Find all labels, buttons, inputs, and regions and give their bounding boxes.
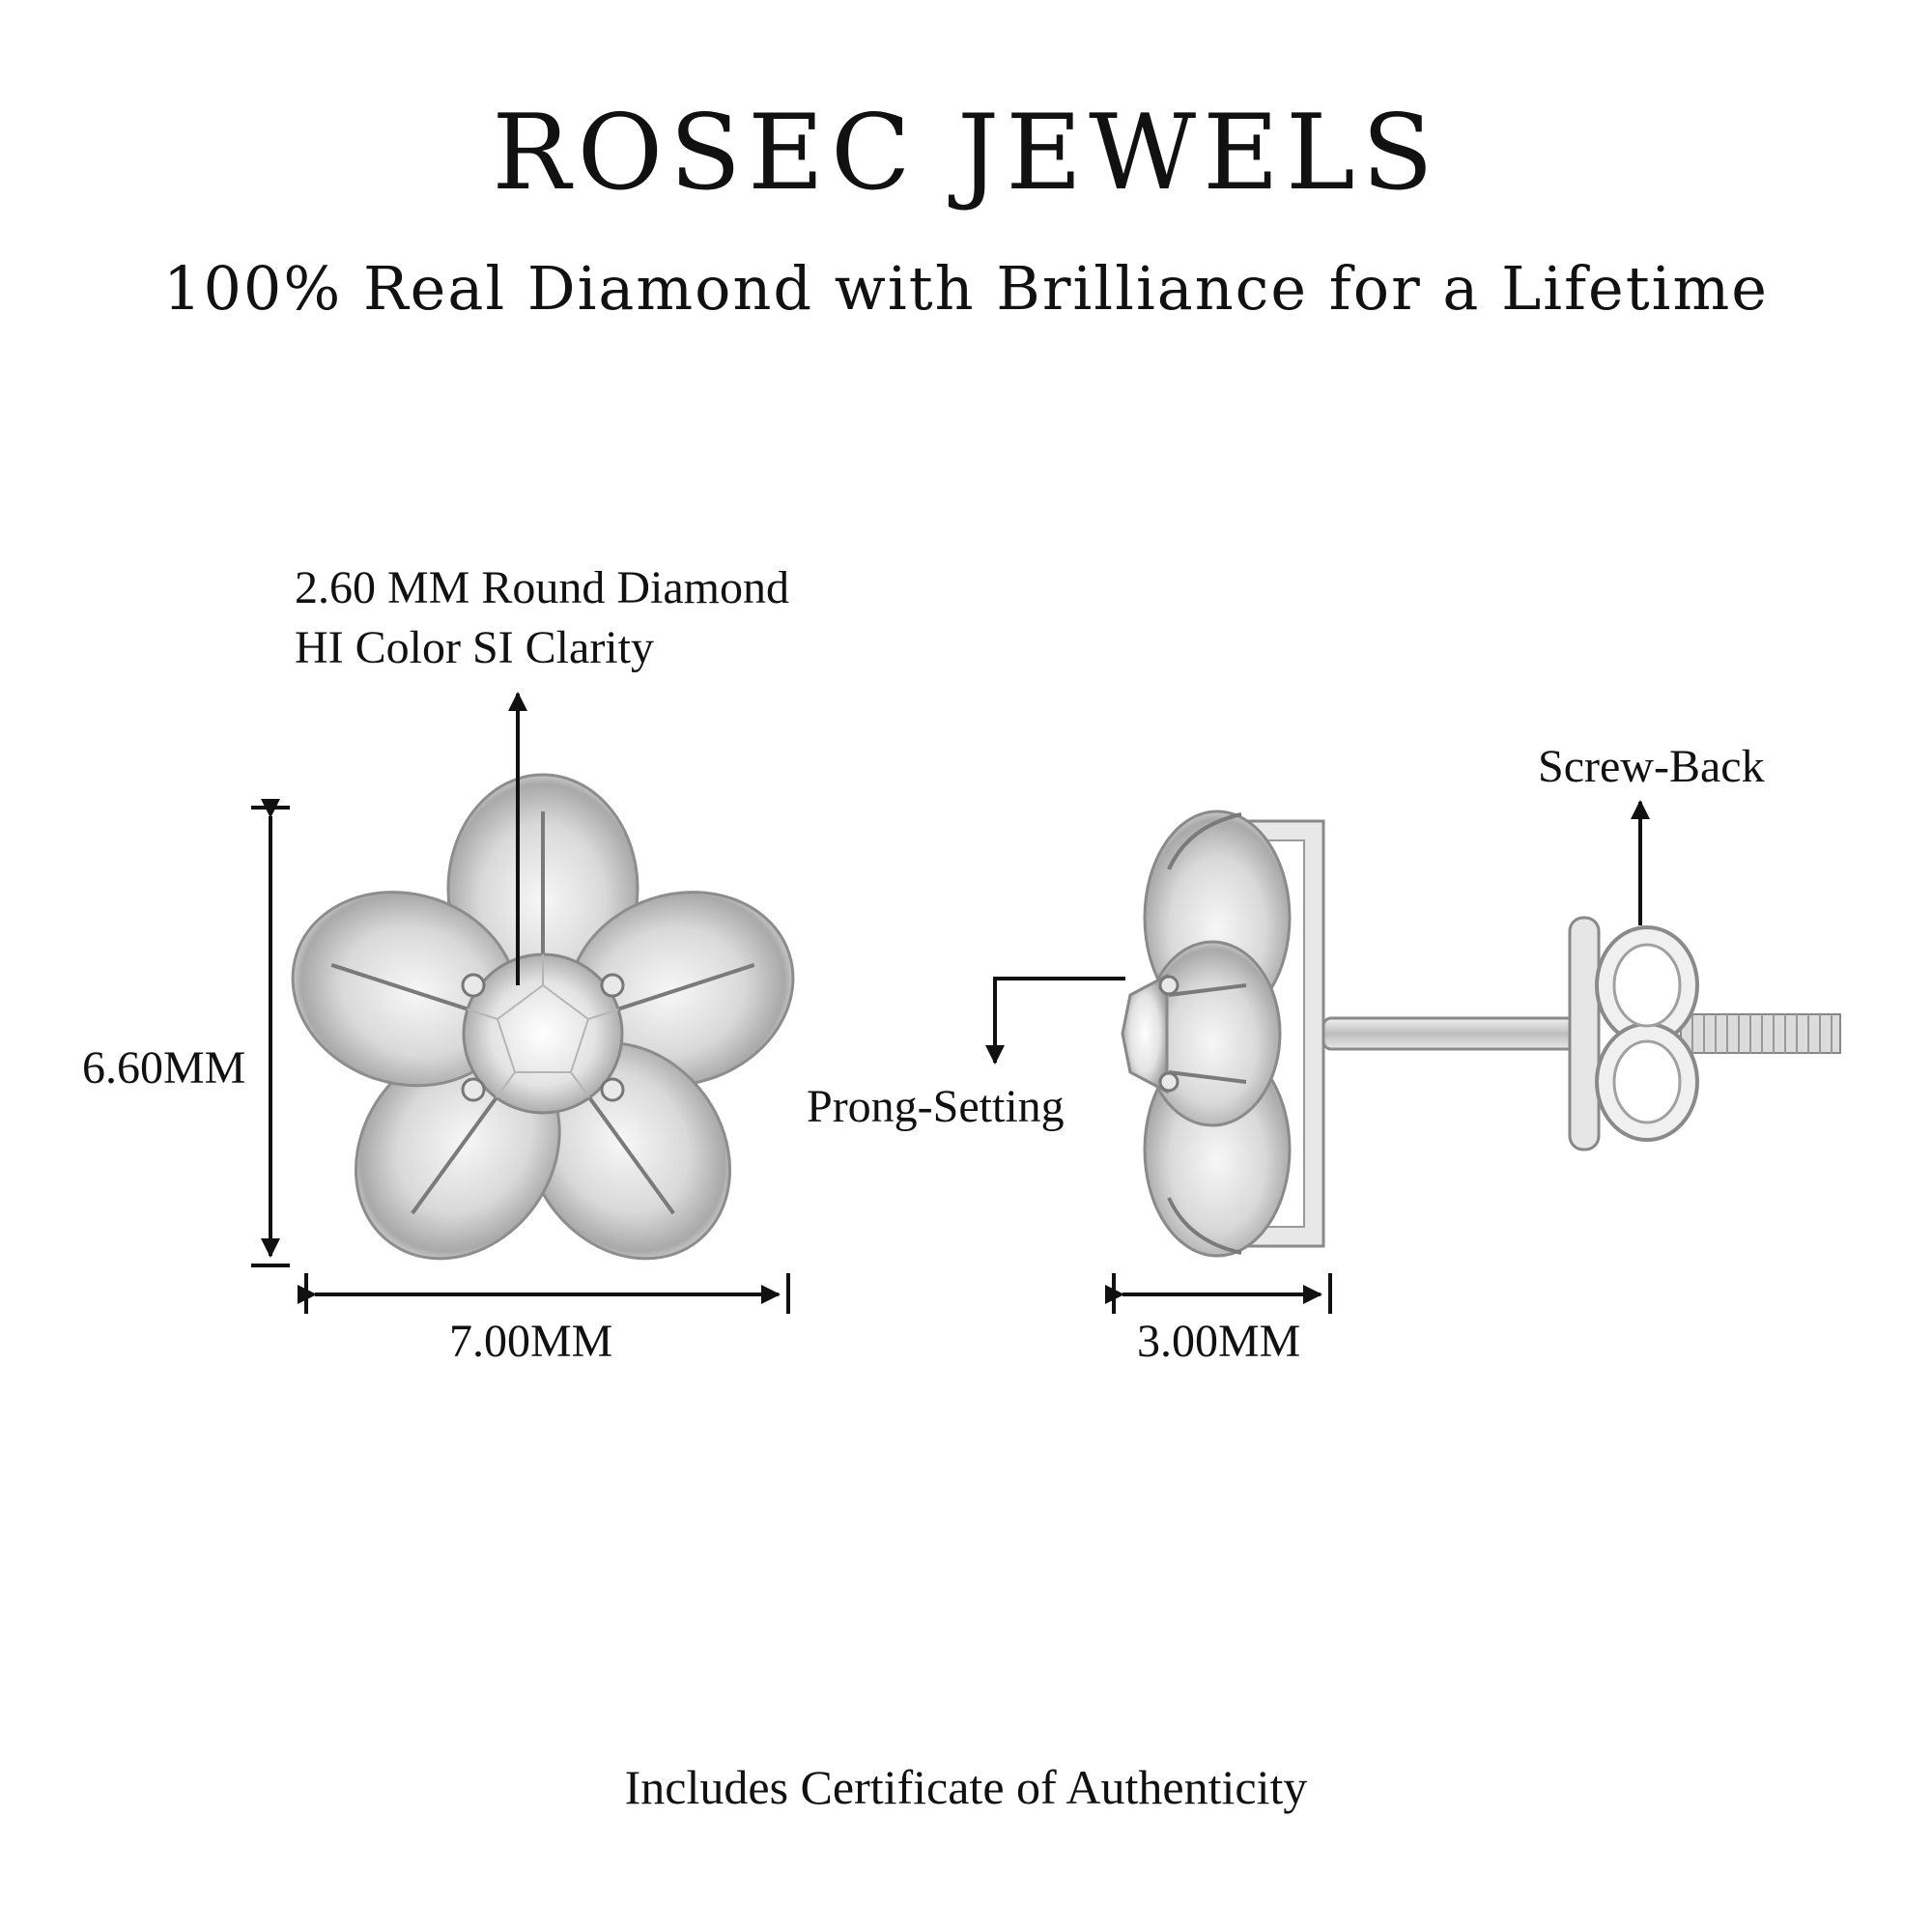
height-label: 6.60MM (82, 1042, 246, 1094)
diamond-quality-text: HI Color SI Clarity (295, 622, 654, 673)
post (1321, 1016, 1586, 1051)
width-label: 7.00MM (449, 1316, 613, 1367)
tagline: 100% Real Diamond with Brilliance for a … (163, 253, 1769, 324)
width-dimension (298, 1273, 790, 1314)
front-view-earring (291, 773, 795, 1261)
flower-profile (1121, 810, 1325, 1258)
certificate-note: Includes Certificate of Authenticity (624, 1760, 1308, 1814)
height-dimension (251, 799, 290, 1267)
screw-back-label: Screw-Back (1538, 741, 1765, 792)
screw-back-nut (1568, 916, 1699, 1151)
prong-setting-label: Prong-Setting (807, 1081, 1065, 1132)
depth-label: 3.00MM (1137, 1316, 1301, 1367)
diamond-size-text: 2.60 MM Round Diamond (295, 562, 790, 613)
diamond-spec-label: 2.60 MM Round Diamond HI Color SI Clarit… (295, 565, 789, 685)
depth-dimension (1105, 1273, 1332, 1314)
diamond-side (1121, 973, 1169, 1094)
side-view-earring (1121, 810, 1841, 1258)
prong-callout-arrow (985, 977, 1125, 1065)
brand-title: ROSEC JEWELS (492, 93, 1440, 213)
thread (1680, 1013, 1841, 1054)
